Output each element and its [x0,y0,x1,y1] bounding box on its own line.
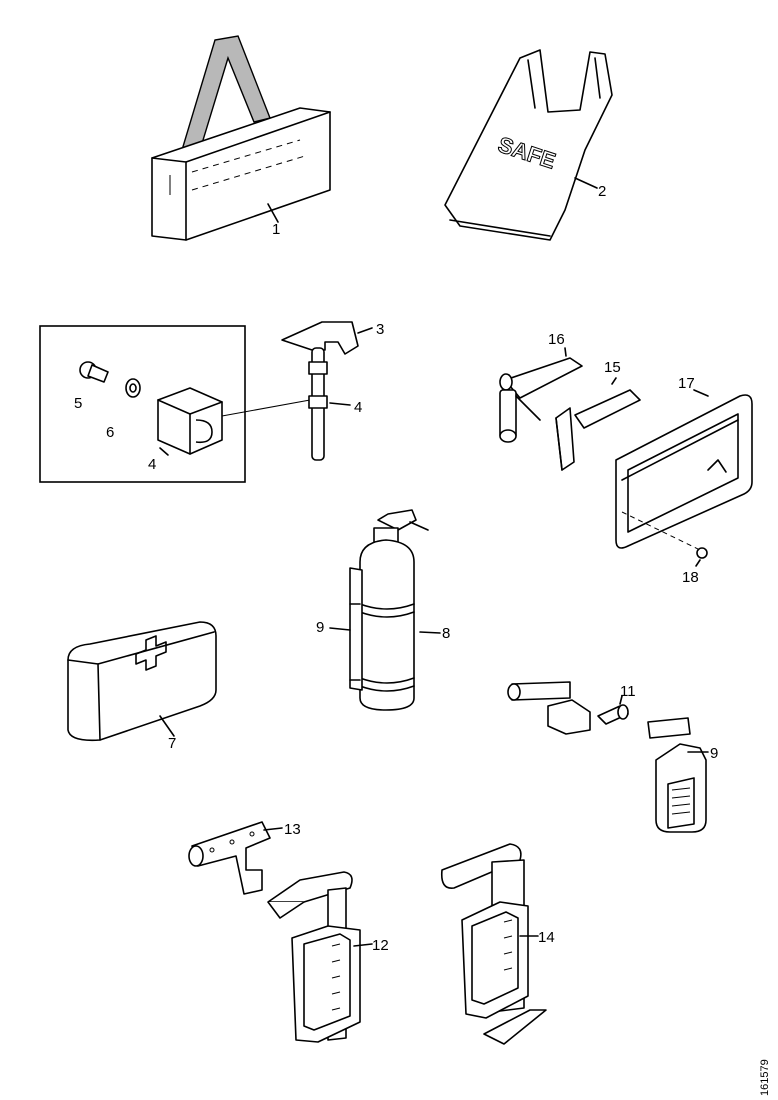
axe-holder-bolt: 5 [74,361,109,412]
axe: 3 [281,321,384,461]
glass-hammer-small-bracket: 11 [507,681,636,735]
callout-label: 9 [710,745,718,762]
callout-label: 12 [372,937,389,954]
callout-label: 3 [376,321,384,338]
glass-hammer-left: 12 [267,871,389,1043]
first-aid-kit: 7 [67,621,217,752]
callout-label: 11 [620,683,636,700]
frame-screw: 18 [621,511,708,586]
callout-label: 18 [682,569,699,586]
glass-hammer-right: 14 [440,843,555,1045]
hammer-holder-bracket: 16 [499,331,583,443]
callout-label: 14 [538,929,555,946]
extinguisher-bracket: 9 [316,567,363,691]
callout-label: 7 [168,735,176,752]
axe-holder-washer: 6 [106,378,141,441]
callout-label: 6 [106,424,114,441]
callout-label: 8 [442,625,450,642]
callout-label: 9 [316,619,324,636]
hammer-holder-frame: 17 [615,375,753,549]
axe-holder-detail-box: 5 6 4 [39,325,311,483]
callout-label: 1 [272,221,280,238]
callout-label: 4 [148,456,156,473]
glass-hammer-small: 9 [647,717,718,833]
fire-extinguisher: 8 [359,509,450,711]
glass-hammer-left-bracket: 13 [188,821,301,895]
callout-label: 17 [678,375,695,392]
warning-triangle-case: 1 [151,35,331,241]
callout-label: 5 [74,395,82,412]
safety-vest: SAFE 2 [444,49,613,241]
callout-label: 16 [548,331,565,348]
axe-holder: 4 [308,361,362,416]
callout-label: 4 [354,399,362,416]
axe-holder-detail: 4 [148,387,223,473]
callout-label: 15 [604,359,621,376]
callout-label: 2 [598,183,606,200]
callout-label: 13 [284,821,301,838]
hammer-holder-pin: 15 [555,359,641,471]
image-reference-code: 161579 [759,1059,771,1096]
